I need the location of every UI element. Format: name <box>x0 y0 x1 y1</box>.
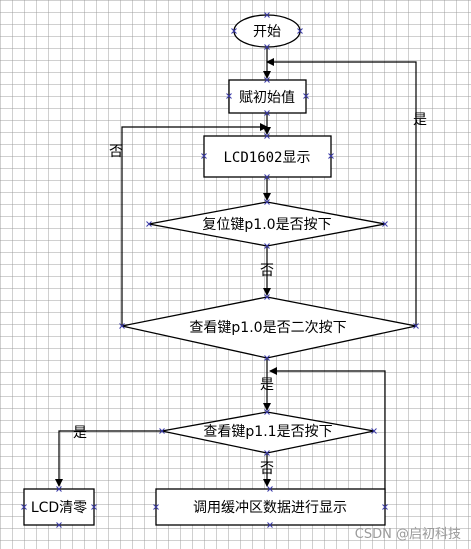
no-label-reset: 否 <box>260 263 274 279</box>
connection-marker <box>382 504 388 510</box>
p11-check-label: 查看键p1.1是否按下 <box>203 424 332 440</box>
connection-marker <box>226 93 232 99</box>
connection-marker <box>267 522 273 528</box>
edge-second-loop-yes <box>266 58 417 326</box>
yes-label-left: 是 <box>73 425 87 441</box>
edge-buffer-loop <box>269 367 386 507</box>
edge-second-loop-no <box>121 123 268 326</box>
buffer-display-label: 调用缓冲区数据进行显示 <box>193 500 347 516</box>
second-press-label: 查看键p1.0是否二次按下 <box>189 320 346 336</box>
yes-label-second: 是 <box>260 377 274 393</box>
connection-marker <box>264 294 270 300</box>
connection-marker <box>56 486 62 492</box>
connection-marker <box>264 44 270 50</box>
connection-marker <box>146 221 152 227</box>
yes-label-right: 是 <box>413 112 427 128</box>
connection-marker <box>264 12 270 18</box>
connection-marker <box>91 504 97 510</box>
connection-marker <box>264 409 270 415</box>
start-label: 开始 <box>253 24 281 40</box>
edge-p11-clear <box>55 430 162 487</box>
no-label-left: 否 <box>109 144 123 160</box>
connection-marker <box>264 133 270 139</box>
connection-marker <box>231 28 237 34</box>
reset-check-label: 复位键p1.0是否按下 <box>202 216 331 233</box>
connection-marker <box>382 221 388 227</box>
connection-marker <box>153 504 159 510</box>
lcd-display-label: LCD1602显示 <box>223 150 310 166</box>
connection-marker <box>264 199 270 205</box>
lcd-clear-box <box>23 488 95 526</box>
lcd-clear-label: LCD清零 <box>31 500 87 516</box>
no-label-p11: 否 <box>260 461 274 477</box>
connection-markers <box>21 12 419 528</box>
connection-marker <box>413 323 419 329</box>
connection-marker <box>56 522 62 528</box>
connection-marker <box>297 28 303 34</box>
connection-marker <box>264 174 270 180</box>
connection-marker <box>264 355 270 361</box>
connection-marker <box>201 153 207 159</box>
connection-marker <box>21 504 27 510</box>
connection-marker <box>119 323 125 329</box>
connection-marker <box>264 77 270 83</box>
connection-marker <box>264 243 270 249</box>
watermark: CSDN @启初科技 <box>355 527 461 542</box>
connection-marker <box>328 153 334 159</box>
connection-marker <box>267 486 273 492</box>
connection-marker <box>264 110 270 116</box>
init-label: 赋初始值 <box>239 89 295 106</box>
connection-marker <box>159 428 165 434</box>
connection-marker <box>264 450 270 456</box>
connection-marker <box>303 93 309 99</box>
connection-marker <box>371 428 377 434</box>
